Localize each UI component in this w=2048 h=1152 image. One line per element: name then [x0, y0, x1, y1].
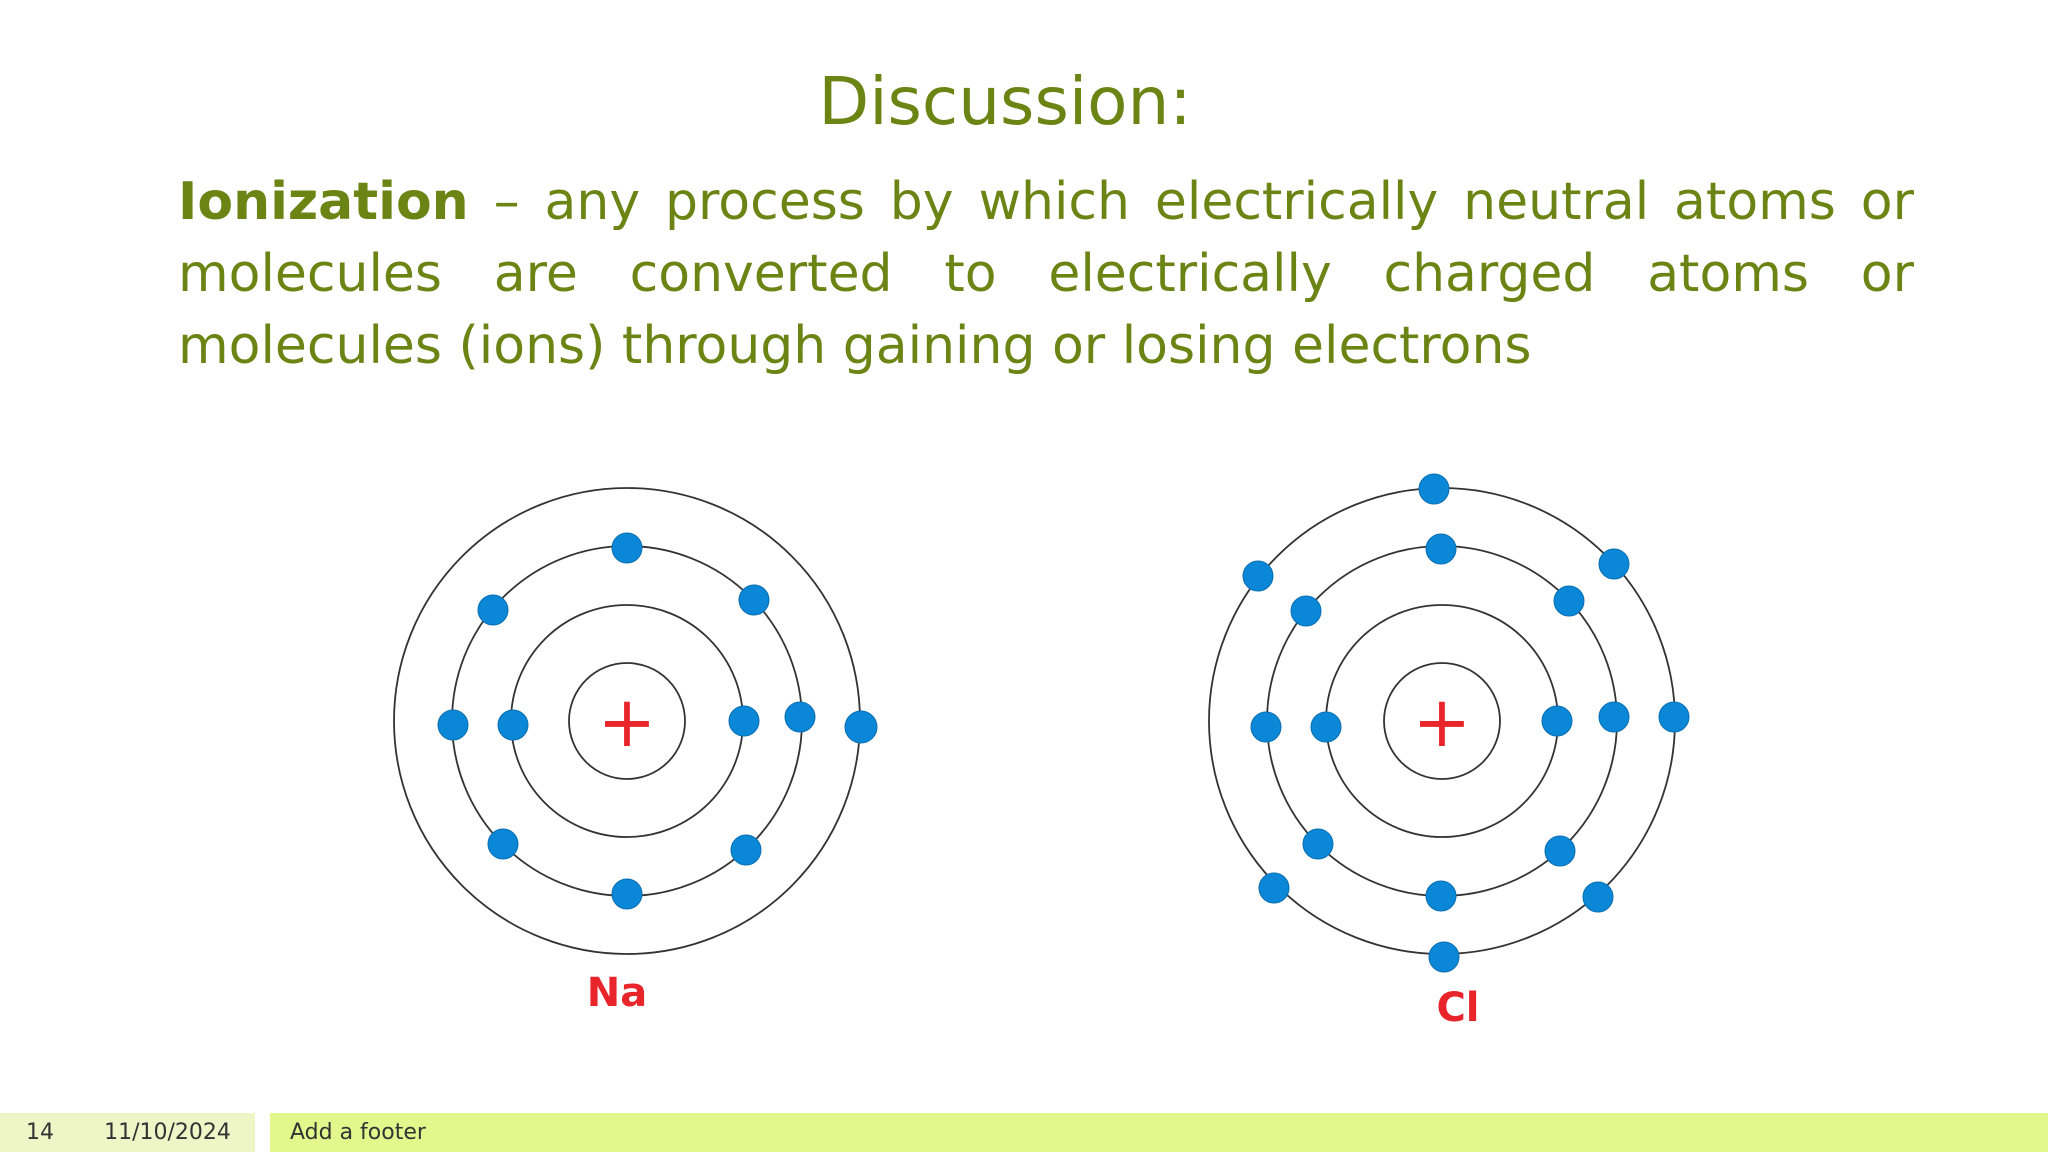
nucleus-sign: + — [1413, 681, 1472, 763]
atom-symbol: Na — [587, 970, 647, 1016]
electron — [730, 834, 762, 866]
atom-symbol: Cl — [1436, 985, 1479, 1031]
electron — [1242, 560, 1274, 592]
electron — [1425, 533, 1457, 565]
electron — [1553, 585, 1585, 617]
electron — [477, 594, 509, 626]
electron — [487, 828, 519, 860]
electron — [1418, 473, 1450, 505]
orbit-nucleus — [1383, 662, 1501, 780]
electron — [1582, 881, 1614, 913]
electrons — [1242, 473, 1690, 973]
slide-title: Discussion: — [818, 63, 1192, 140]
electron — [844, 710, 878, 744]
electron — [1250, 711, 1282, 743]
chlorine-atom-diagram: + Cl — [1208, 473, 1690, 1031]
slide-number: 14 — [0, 1113, 80, 1152]
electron — [728, 705, 760, 737]
footer-date: 11/10/2024 — [80, 1113, 255, 1152]
electron — [497, 709, 529, 741]
orbit-nucleus — [568, 662, 686, 780]
electron — [1598, 701, 1630, 733]
definition-text: – any process by which electrically neut… — [178, 172, 1914, 376]
electron — [611, 532, 643, 564]
electron — [1541, 705, 1573, 737]
electron — [1310, 711, 1342, 743]
electron — [1425, 880, 1457, 912]
electron — [1302, 828, 1334, 860]
electron — [784, 701, 816, 733]
electron — [1598, 548, 1630, 580]
footer-bar: 14 11/10/2024 Add a footer — [0, 1113, 2048, 1152]
electron — [738, 584, 770, 616]
definition-term: Ionization — [178, 172, 469, 232]
electron — [1428, 941, 1460, 973]
nucleus-sign: + — [598, 681, 657, 763]
electron — [1544, 835, 1576, 867]
electron — [437, 709, 469, 741]
electrons — [437, 532, 878, 910]
electron — [611, 878, 643, 910]
electron — [1258, 872, 1290, 904]
sodium-atom-diagram: + Na — [393, 487, 878, 1016]
definition-paragraph: Ionization – any process by which electr… — [178, 166, 1914, 382]
footer-text[interactable]: Add a footer — [270, 1113, 2048, 1152]
electron — [1290, 595, 1322, 627]
electron — [1658, 701, 1690, 733]
